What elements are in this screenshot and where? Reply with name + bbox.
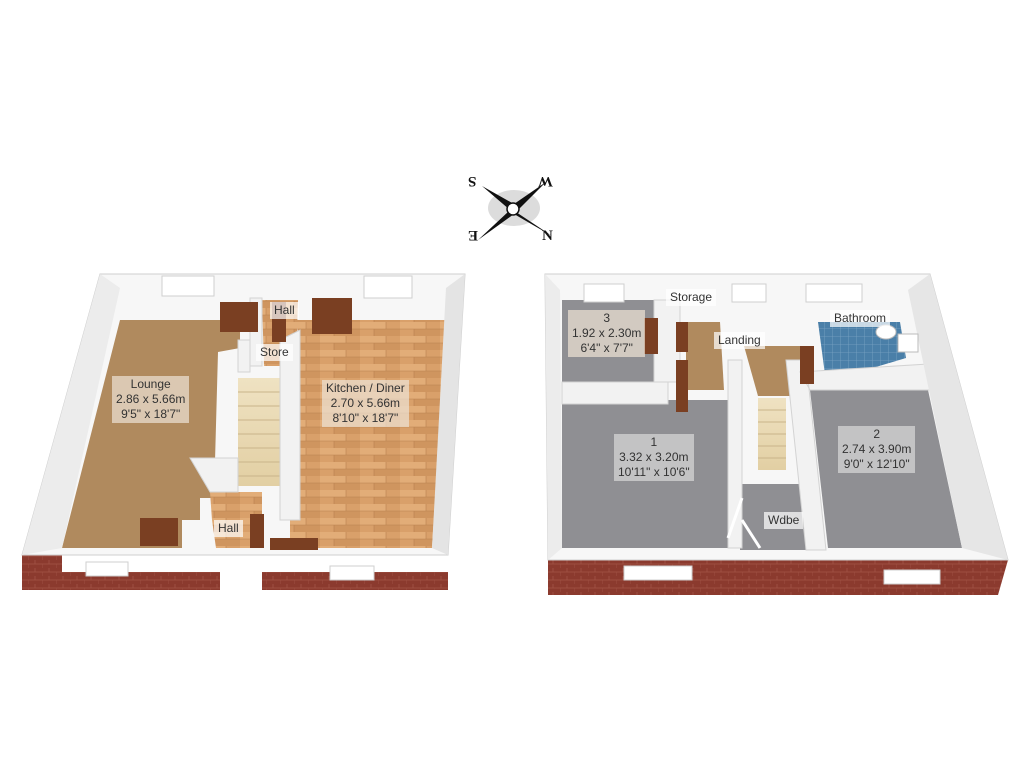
bedroom1-name: 1 bbox=[650, 435, 658, 449]
bedroom3-metric: 1.92 x 2.30m bbox=[572, 326, 642, 340]
storage-label: Storage bbox=[666, 289, 717, 306]
landing-floor-2 bbox=[744, 346, 800, 396]
door-hall-bottom bbox=[250, 514, 264, 548]
compass: S W E N bbox=[464, 170, 564, 250]
door-lounge-bottom bbox=[140, 518, 178, 546]
bedroom1-label: 1 3.32 x 3.20m 10'11" x 10'6" bbox=[614, 434, 694, 481]
lounge-imperial: 9'5" x 18'7" bbox=[121, 407, 181, 421]
bathroom-label: Bathroom bbox=[830, 310, 891, 327]
door-lounge-top bbox=[220, 302, 258, 332]
ground-stairs bbox=[238, 378, 280, 486]
hall-bottom-label: Hall bbox=[214, 520, 243, 537]
kitchen-metric: 2.70 x 5.66m bbox=[330, 396, 401, 410]
ground-window-4 bbox=[329, 565, 375, 581]
ground-window-2 bbox=[363, 275, 413, 299]
door-bathroom bbox=[800, 346, 814, 384]
lounge-name: Lounge bbox=[130, 377, 171, 391]
ground-internal-walls bbox=[189, 297, 301, 521]
door-storage bbox=[676, 322, 688, 352]
compass-letter-bottom-left: E bbox=[468, 227, 479, 243]
kitchen-label: Kitchen / Diner 2.70 x 5.66m 8'10" x 18'… bbox=[322, 380, 409, 427]
ground-floor-plan bbox=[21, 273, 466, 590]
landing-label: Landing bbox=[714, 332, 765, 349]
lounge-label: Lounge 2.86 x 5.66m 9'5" x 18'7" bbox=[112, 376, 190, 423]
door-bedroom3 bbox=[644, 318, 658, 354]
wardrobe-doors-icon bbox=[726, 497, 762, 549]
bedroom1-imperial: 10'11" x 10'6" bbox=[618, 465, 690, 479]
kitchen-floor bbox=[290, 320, 446, 548]
door-kitchen-top bbox=[312, 298, 352, 334]
compass-rose-icon bbox=[478, 182, 552, 240]
first-window-4 bbox=[623, 565, 693, 581]
hall-top-label: Hall bbox=[270, 302, 299, 319]
bedroom2-label: 2 2.74 x 3.90m 9'0" x 12'10" bbox=[838, 426, 916, 473]
door-bedroom1 bbox=[676, 360, 688, 412]
compass-letter-bottom-right: N bbox=[542, 228, 553, 244]
bedroom3-imperial: 6'4" x 7'7" bbox=[580, 341, 633, 355]
kitchen-imperial: 8'10" x 18'7" bbox=[332, 411, 399, 425]
bedroom3-label: 3 1.92 x 2.30m 6'4" x 7'7" bbox=[568, 310, 646, 357]
door-kitchen-bottom bbox=[270, 538, 318, 550]
toilet-icon bbox=[875, 324, 897, 340]
store-label: Store bbox=[256, 344, 293, 361]
compass-letter-top-right: W bbox=[538, 173, 553, 189]
ground-window-1 bbox=[161, 275, 215, 297]
front-door-opening bbox=[220, 572, 262, 590]
first-window-3 bbox=[805, 283, 863, 303]
compass-letter-top-left: S bbox=[468, 173, 477, 189]
wardrobe-label: Wdbe bbox=[764, 512, 804, 529]
lounge-metric: 2.86 x 5.66m bbox=[116, 392, 186, 406]
bedroom2-name: 2 bbox=[873, 427, 881, 441]
bedroom2-imperial: 9'0" x 12'10" bbox=[843, 457, 910, 471]
bedroom2-metric: 2.74 x 3.90m bbox=[842, 442, 912, 456]
kitchen-name: Kitchen / Diner bbox=[326, 381, 405, 395]
first-window-1 bbox=[583, 283, 625, 303]
basin-icon bbox=[897, 333, 919, 353]
bedroom1-metric: 3.32 x 3.20m bbox=[619, 450, 689, 464]
ground-window-3 bbox=[85, 561, 129, 577]
lounge-floor bbox=[62, 320, 240, 548]
first-internal-walls bbox=[561, 299, 933, 551]
first-window-2 bbox=[731, 283, 767, 303]
first-window-5 bbox=[883, 569, 941, 585]
bedroom3-name: 3 bbox=[603, 311, 611, 325]
